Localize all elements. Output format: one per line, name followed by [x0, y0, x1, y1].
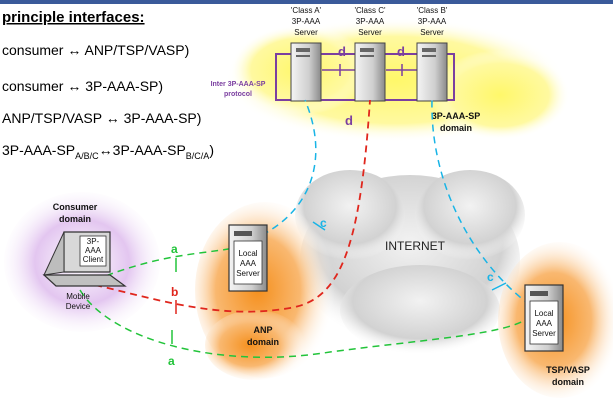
svg-text:Server: Server — [358, 28, 382, 37]
server-class-c-icon — [354, 42, 386, 102]
link-a-client-tsp — [79, 289, 526, 358]
anp-server-label-1: Local — [238, 249, 257, 258]
tsp-server-label-2: AAA — [536, 319, 553, 328]
anp-server-label-2: AAA — [240, 259, 257, 268]
tsp-server-label-3: Server — [532, 329, 556, 338]
page-title: principle interfaces: — [2, 9, 145, 26]
consumer-domain-label-1: Consumer — [53, 202, 98, 212]
svg-text:3P-AAA: 3P-AAA — [292, 17, 321, 26]
d-label-2: d — [397, 44, 405, 59]
d-label-3: d — [345, 113, 353, 128]
svg-text:'Class B': 'Class B' — [417, 6, 448, 15]
d-label-1: d — [338, 44, 346, 59]
anp-server-label-box — [233, 240, 263, 285]
client-label-1: 3P- — [87, 237, 100, 246]
svg-text:Server: Server — [420, 28, 444, 37]
c-label-2: c — [487, 270, 494, 284]
c-label-1: c — [320, 216, 327, 230]
tsp-domain-label-2: domain — [552, 377, 584, 387]
link-c-tsp-sp — [431, 99, 531, 306]
mobile-device-label-1: Mobile — [66, 292, 90, 301]
server-class-b-icon — [416, 42, 448, 102]
b-label: b — [171, 285, 178, 299]
anp-domain-label-2: domain — [247, 337, 279, 347]
svg-text:'Class C': 'Class C' — [354, 6, 386, 15]
client-label-box — [79, 235, 107, 267]
consumer-domain-label-2: domain — [59, 214, 91, 224]
sp-domain-label-1: 3P-AAA-SP — [432, 111, 481, 121]
interface-item-b: consumer ↔ 3P-AAA-SP) — [2, 78, 163, 94]
mobile-device-label-2: Device — [66, 302, 91, 311]
internet-label: INTERNET — [385, 239, 446, 253]
client-label-3: Client — [83, 255, 104, 264]
svg-text:3P-AAA: 3P-AAA — [418, 17, 447, 26]
server-label-class-a: 'Class A' 3P-AAA Server — [291, 6, 322, 37]
link-b-client-sp — [94, 99, 371, 313]
link-c-anp-sp — [261, 99, 317, 236]
server-label-class-c: 'Class C' 3P-AAA Server — [354, 6, 386, 37]
anp-server-label-3: Server — [236, 269, 260, 278]
svg-text:Server: Server — [294, 28, 318, 37]
a-label-1: a — [171, 242, 178, 256]
sp-domain-label-2: domain — [440, 123, 472, 133]
inter-protocol-label-2: protocol — [224, 91, 252, 98]
interface-item-a: consumer ↔ ANP/TSP/VASP) — [2, 42, 189, 58]
c-tick-1 — [312, 221, 326, 231]
interface-item-c: ANP/TSP/VASP ↔ 3P-AAA-SP) — [2, 110, 201, 126]
tsp-server-label-1: Local — [534, 309, 553, 318]
internet-cloud — [295, 170, 525, 355]
anp-domain-label-1: ANP — [253, 325, 272, 335]
inter-protocol-label-1: Inter 3P-AAA-SP — [211, 81, 266, 88]
link-a-client-anp — [94, 244, 249, 281]
tsp-server-label-box — [529, 300, 559, 345]
top-bar — [0, 0, 613, 4]
c-tick-2 — [491, 282, 507, 291]
a-label-2: a — [168, 354, 175, 368]
interface-item-d: 3P-AAA-SPA/B/C↔3P-AAA-SPB/C/A) — [2, 142, 214, 161]
client-label-2: AAA — [85, 246, 102, 255]
server-label-class-b: 'Class B' 3P-AAA Server — [417, 6, 448, 37]
tsp-domain-label-1: TSP/VASP — [546, 365, 590, 375]
svg-text:3P-AAA: 3P-AAA — [356, 17, 385, 26]
server-class-a-icon — [290, 42, 322, 102]
svg-text:'Class A': 'Class A' — [291, 6, 322, 15]
